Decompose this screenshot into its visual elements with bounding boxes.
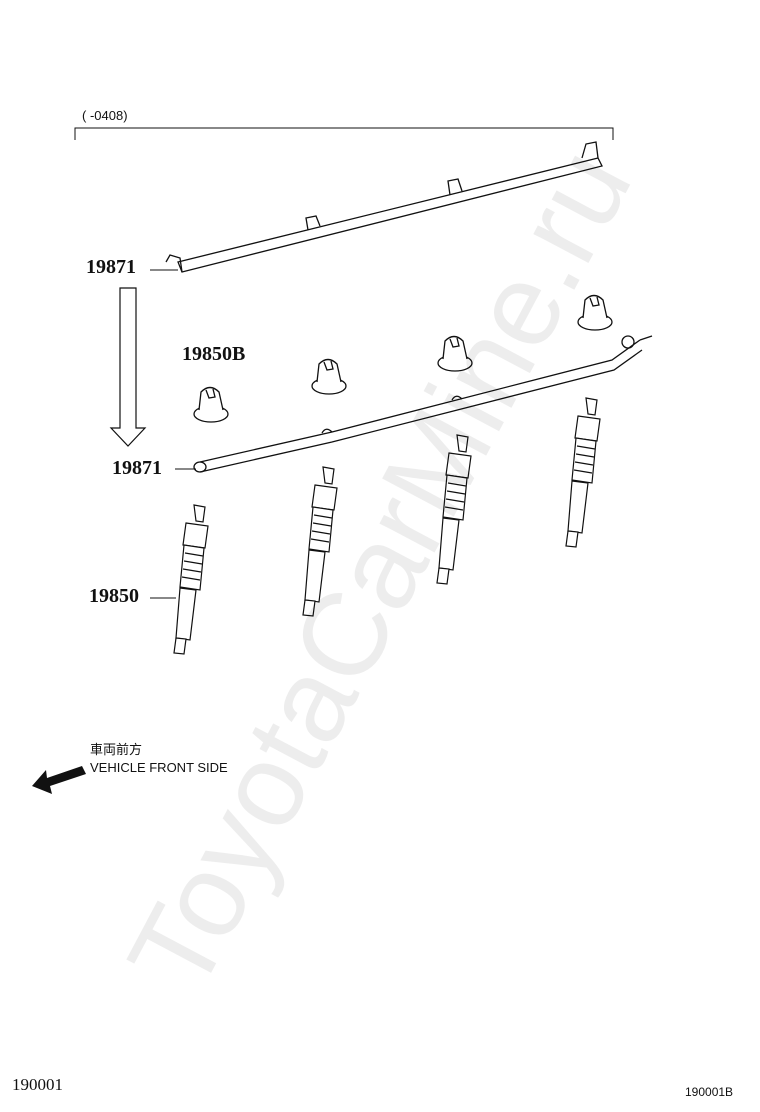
glow-plug-3 [436, 434, 472, 585]
callout-19850b[interactable]: 19850B [182, 343, 246, 365]
vehicle-front-label-jp: 車両前方 [90, 742, 143, 757]
range-label: ( -0408) [82, 108, 128, 123]
nut-parts [193, 294, 613, 423]
nut-3 [437, 335, 473, 372]
glow-plug-2 [302, 466, 338, 617]
vehicle-front-arrow-icon [32, 766, 86, 794]
upper-bus-bar [165, 141, 603, 273]
figure-number: 190001 [12, 1075, 63, 1094]
glow-plug-4 [565, 397, 601, 548]
lower-bus-bar [193, 335, 653, 473]
figure-code: 190001B [685, 1085, 734, 1099]
nut-1 [193, 386, 229, 423]
glow-plug-1 [173, 504, 209, 655]
callout-19871-upper[interactable]: 19871 [86, 256, 136, 278]
callout-19850[interactable]: 19850 [89, 585, 139, 607]
down-arrow-icon [109, 287, 147, 447]
nut-4 [577, 294, 613, 331]
range-bracket [74, 127, 614, 140]
nut-2 [311, 358, 347, 395]
callout-19871-lower[interactable]: 19871 [112, 457, 162, 479]
vehicle-front-label-en: VEHICLE FRONT SIDE [90, 760, 228, 775]
